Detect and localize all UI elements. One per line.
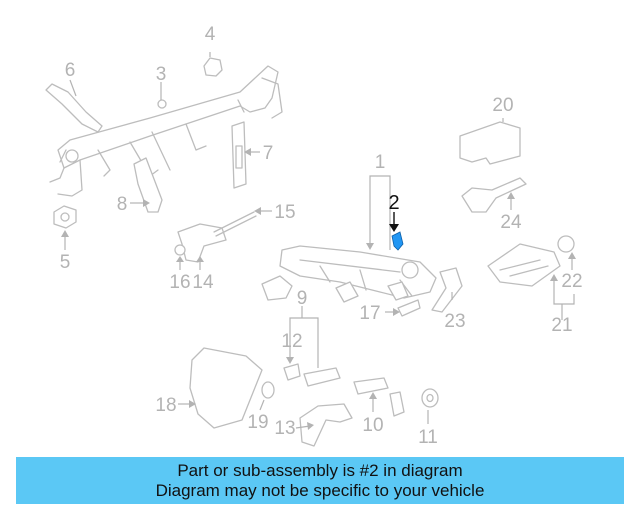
part-14-mount [174, 211, 257, 263]
callout-3: 3 [156, 64, 167, 85]
part-23-lever [431, 267, 463, 313]
callout-4: 4 [205, 24, 216, 45]
callout-2-highlighted: 2 [388, 192, 399, 214]
part-6-bracket [45, 83, 103, 133]
callout-17: 17 [359, 303, 380, 324]
part-4-clip [203, 57, 223, 77]
part-20-cover [459, 121, 521, 165]
callout-22: 22 [561, 271, 582, 292]
part-21-module [487, 235, 575, 287]
part-2-screw-highlighted [391, 231, 404, 251]
callout-6: 6 [65, 60, 76, 81]
part-5-nut [53, 205, 77, 229]
part-1-steering-column [261, 245, 437, 303]
callout-labels: 1 2 3 4 5 6 7 8 9 10 11 12 13 14 15 16 1… [60, 24, 583, 448]
part-18-shroud [189, 347, 263, 429]
callout-13: 13 [274, 418, 295, 439]
info-banner: Part or sub-assembly is #2 in diagram Di… [16, 457, 624, 504]
callout-18: 18 [155, 395, 176, 416]
part-24-switch [461, 177, 527, 213]
banner-line-disclaimer: Diagram may not be specific to your vehi… [155, 481, 485, 500]
part-9-rod [303, 367, 341, 387]
callout-5: 5 [60, 252, 71, 273]
part-11-washer [421, 388, 439, 408]
callout-7: 7 [263, 143, 274, 164]
callout-1: 1 [375, 152, 386, 173]
leader-lines [61, 52, 576, 430]
banner-line-part: Part or sub-assembly is #2 in diagram [177, 461, 463, 480]
part-12-bushing [283, 363, 301, 381]
callout-24: 24 [500, 212, 522, 233]
callout-12: 12 [281, 331, 302, 352]
callout-15: 15 [274, 202, 295, 223]
part-13-bracket [299, 403, 353, 447]
callout-10: 10 [362, 415, 383, 436]
callout-14: 14 [192, 272, 214, 293]
parts-diagram: 1 2 3 4 5 6 7 8 9 10 11 12 13 14 15 16 1… [45, 24, 583, 448]
part-19-clip [261, 381, 275, 399]
callout-19: 19 [247, 412, 268, 433]
part-7-bracket [231, 121, 247, 189]
callout-11: 11 [418, 427, 438, 448]
part-10-lock-cylinder [353, 377, 405, 417]
callout-8: 8 [117, 194, 128, 215]
callout-9: 9 [297, 288, 308, 309]
callout-20: 20 [492, 95, 513, 116]
callout-16: 16 [169, 272, 190, 293]
highlight-leader [389, 212, 399, 232]
part-8-knee-bracket [133, 157, 163, 213]
callout-23: 23 [444, 311, 465, 332]
callout-21: 21 [551, 315, 572, 336]
part-3-cross-beam [49, 65, 283, 197]
part-17-bracket [397, 299, 421, 317]
